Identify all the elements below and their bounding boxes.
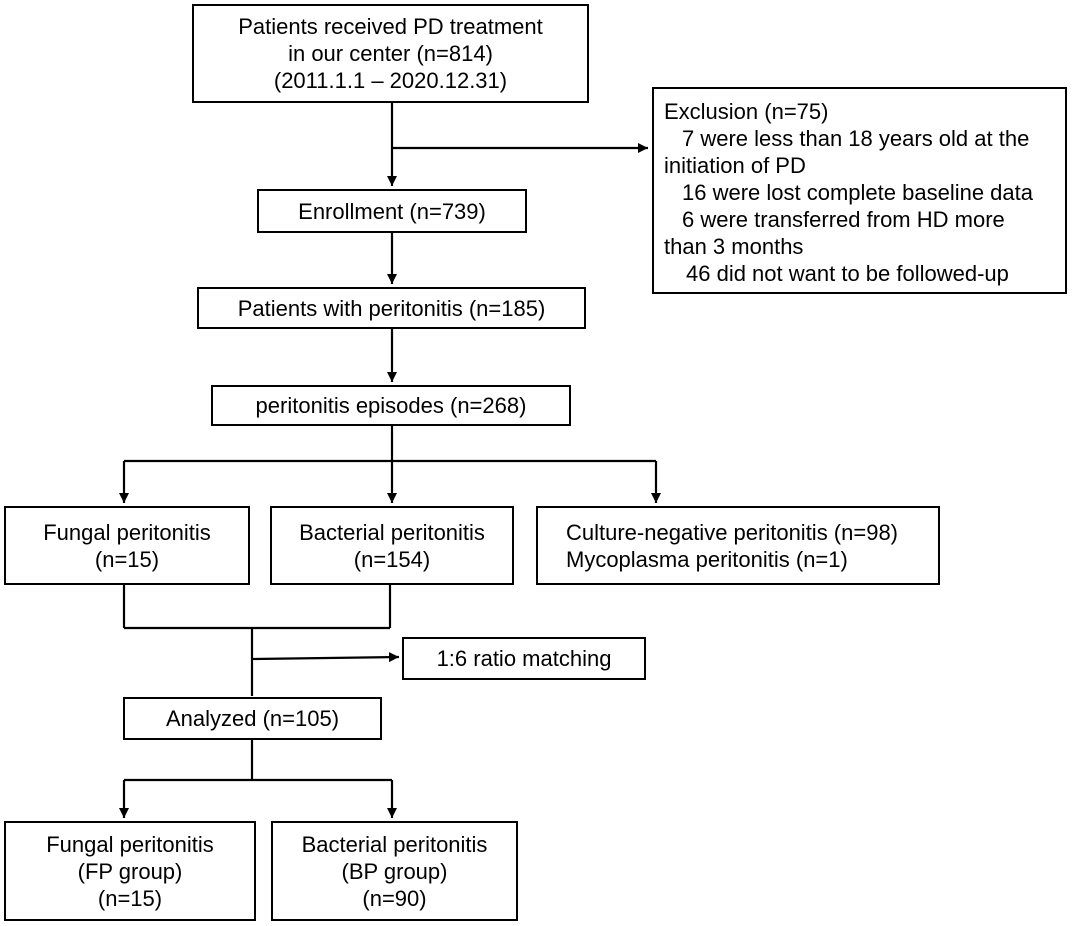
box-line: 7 were less than 18 years old at the: [682, 126, 1030, 151]
box-line: (n=15): [94, 546, 160, 572]
box-line: Patients with peritonitis (n=185): [237, 295, 546, 321]
box-line: 46 did not want to be followed-up: [686, 261, 1009, 286]
box-line: 16 were lost complete baseline data: [682, 180, 1033, 205]
box-line: Mycoplasma peritonitis (n=1): [566, 546, 848, 572]
box-line: initiation of PD: [664, 153, 806, 178]
box-line: Fungal peritonitis: [46, 831, 214, 857]
arrow-to-matching: [251, 652, 400, 663]
box-line: (FP group): [77, 858, 183, 884]
box-bacterial-peritonitis: Bacterial peritonitis (n=154): [270, 506, 514, 585]
box-fp-group: Fungal peritonitis (FP group) (n=15): [4, 821, 256, 921]
box-line: Patients received PD treatment: [238, 14, 543, 39]
box-fungal-peritonitis: Fungal peritonitis (n=15): [4, 506, 250, 585]
box-enrollment: Enrollment (n=739): [257, 189, 527, 233]
box-peritonitis-episodes: peritonitis episodes (n=268): [211, 385, 571, 426]
box-line: (BP group): [341, 858, 448, 884]
box-line: (n=154): [353, 546, 431, 572]
box-exclusion: Exclusion (n=75) 7 were less than 18 yea…: [652, 87, 1067, 294]
box-line: Enrollment (n=739): [298, 198, 486, 224]
box-patients-received-pd: Patients received PD treatment in our ce…: [192, 4, 589, 103]
box-ratio-matching: 1:6 ratio matching: [402, 637, 646, 680]
box-line: (n=15): [97, 885, 163, 911]
box-line: peritonitis episodes (n=268): [255, 393, 527, 418]
box-culture-negative: Culture-negative peritonitis (n=98) Myco…: [536, 506, 940, 585]
box-line: 1:6 ratio matching: [436, 646, 612, 671]
box-line: Bacterial peritonitis: [301, 831, 488, 857]
box-line: (n=90): [362, 885, 427, 911]
box-line: Culture-negative peritonitis (n=98): [566, 519, 899, 545]
box-line: Fungal peritonitis: [43, 519, 211, 545]
box-line: Bacterial peritonitis: [299, 519, 485, 545]
box-line: 6 were transferred from HD more: [682, 207, 1005, 232]
box-line: in our center (n=814): [288, 41, 493, 66]
box-line: than 3 months: [664, 234, 804, 259]
box-line: Analyzed (n=105): [165, 706, 340, 731]
box-bp-group: Bacterial peritonitis (BP group) (n=90): [271, 821, 518, 921]
box-line: (2011.1.1 – 2020.12.31): [273, 68, 508, 93]
box-analyzed: Analyzed (n=105): [123, 697, 382, 740]
box-line: Exclusion (n=75): [664, 99, 829, 124]
box-patients-with-peritonitis: Patients with peritonitis (n=185): [197, 287, 586, 329]
